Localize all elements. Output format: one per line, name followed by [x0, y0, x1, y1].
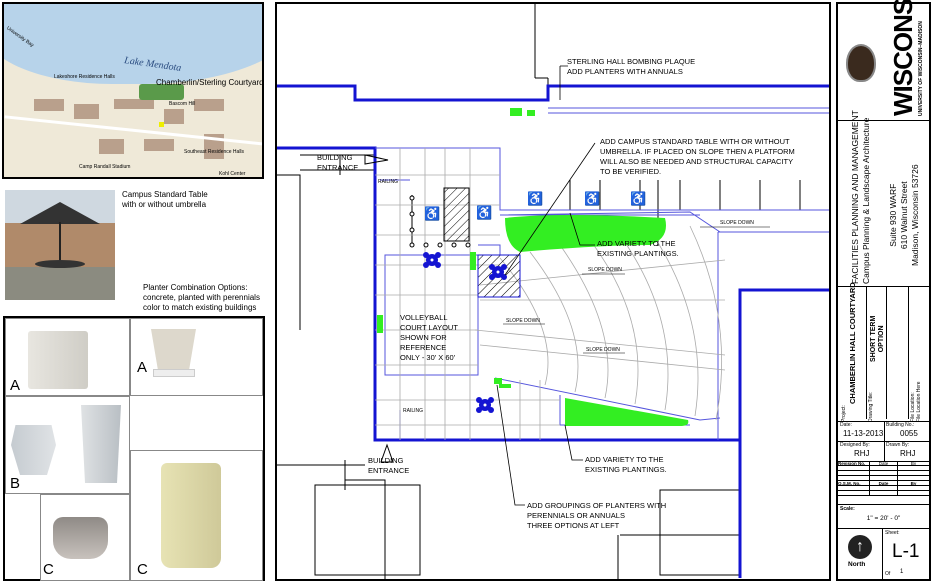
planter-label: B: [10, 475, 21, 492]
site-label: Chamberlin/Sterling Courtyard: [156, 78, 264, 87]
north-arrow-icon: ↑: [848, 535, 872, 559]
caption-line: color to match existing buildings: [143, 303, 257, 312]
planter: [499, 384, 511, 388]
caption-line: concrete, planted with perennials: [143, 293, 260, 302]
title-block: WISCONSIN UNIVERSITY OF WISCONSIN–MADISO…: [836, 0, 931, 581]
university-subtitle: UNIVERSITY OF WISCONSIN–MADISON: [918, 21, 924, 116]
designed-by-label: Designed By:: [840, 442, 870, 448]
svg-text:SLOPE DOWN: SLOPE DOWN: [588, 267, 622, 273]
scale-value: 1" = 20' - 0": [866, 515, 901, 522]
planter-caption: Planter Combination Options: concrete, p…: [143, 283, 260, 313]
planter-option-a2: A: [130, 318, 263, 396]
drawn-by-value: RHJ: [900, 449, 916, 458]
map-label: Lakeshore Residence Halls: [54, 74, 115, 80]
accessible-parking-icon: ♿ ♿ ♿ ♿ ♿: [424, 191, 646, 221]
svg-text:SLOPE DOWN: SLOPE DOWN: [586, 347, 620, 353]
of-label: Of: [885, 571, 891, 577]
lake: [4, 4, 262, 84]
svg-text:♿: ♿: [424, 206, 440, 221]
date-value: 11-13-2013: [843, 429, 884, 438]
sheet-total: 1: [900, 569, 904, 575]
svg-text:♿: ♿: [476, 205, 492, 220]
site-plan: ♿ ♿ ♿ ♿ ♿ SLOPE DOWN SLOPE DOWN SLOPE DOWN S…: [275, 2, 831, 581]
slope-indicator: SLOPE DOWN SLOPE DOWN SLOPE DOWN SLOPE D…: [503, 220, 770, 354]
scale-label: Scale:: [840, 506, 855, 512]
table-caption: Campus Standard Table with or without um…: [122, 190, 208, 210]
site-plan-drawing: ♿ ♿ ♿ ♿ ♿ SLOPE DOWN SLOPE DOWN SLOPE DOWN S…: [277, 4, 829, 580]
table-photo: [5, 190, 115, 300]
map-label: Bascom Hill: [169, 101, 196, 107]
revision-table: Revision No. Date By O.S.M. No. Date By: [838, 461, 929, 501]
sheet-number: L-1: [892, 541, 920, 562]
svg-text:SLOPE DOWN: SLOPE DOWN: [720, 220, 754, 226]
planter: [494, 378, 502, 384]
planter: [470, 252, 476, 270]
university-wordmark: WISCONSIN: [888, 0, 918, 116]
svg-text:SLOPE DOWN: SLOPE DOWN: [506, 318, 540, 324]
planting-bed: [565, 398, 689, 426]
planter-label: C: [137, 561, 148, 578]
planter-label: A: [10, 377, 21, 394]
svg-text:♿: ♿: [527, 191, 543, 206]
planter-option-c1: C: [40, 494, 130, 581]
file-location: File Location:File Location Here: [910, 381, 922, 422]
table-icon: [423, 252, 507, 413]
svg-text:♿: ♿: [584, 191, 600, 206]
planter-option-c2: C: [130, 450, 263, 581]
project-label: Project:: [841, 405, 847, 422]
svg-text:♿: ♿: [630, 191, 646, 206]
sheet-label: Sheet:: [885, 530, 900, 536]
planter: [377, 315, 383, 333]
project-name: CHAMBERLIN HALL COURTYARD: [848, 282, 857, 404]
drawing-title-label: Drawing Title:: [868, 391, 874, 422]
entrance-arrow-icon: [380, 443, 394, 463]
planter-option-a1: A: [5, 318, 130, 396]
entrance-arrow-icon: [364, 154, 389, 165]
note-railing: RAILING: [378, 179, 398, 185]
building-no-value: 0055: [900, 429, 918, 438]
planter: [527, 110, 535, 116]
drawn-by-label: Drawn By:: [886, 442, 910, 448]
date-label: Date:: [840, 422, 852, 428]
note-railing: RAILING: [403, 408, 423, 414]
north-label: North: [848, 561, 866, 568]
planter: [510, 108, 522, 116]
crest-icon: [846, 44, 876, 82]
planting-bed: [505, 215, 666, 252]
map-label: Camp Randall Stadium: [79, 164, 131, 170]
location-map: Lake Mendota Chamberlin/Sterling Courtya…: [2, 2, 264, 179]
note-table: ADD CAMPUS STANDARD TABLE WITH OR WITHOU…: [600, 137, 795, 176]
building-no-label: Building No.:: [886, 422, 915, 428]
map-label: Kohl Center: [219, 171, 246, 177]
planter-label: A: [137, 359, 148, 376]
designed-by-value: RHJ: [854, 449, 870, 458]
hatched-area: [443, 187, 470, 242]
university-logo: WISCONSIN UNIVERSITY OF WISCONSIN–MADISO…: [838, 0, 929, 120]
caption-line: Planter Combination Options:: [143, 283, 248, 292]
caption-line: Campus Standard Table: [122, 190, 208, 199]
planter-option-b: B: [5, 396, 130, 494]
planter-options: A A B C C: [3, 316, 265, 581]
caption-line: with or without umbrella: [122, 200, 207, 209]
planter-label: C: [43, 561, 54, 578]
map-label: Southeast Residence Halls: [184, 149, 245, 155]
